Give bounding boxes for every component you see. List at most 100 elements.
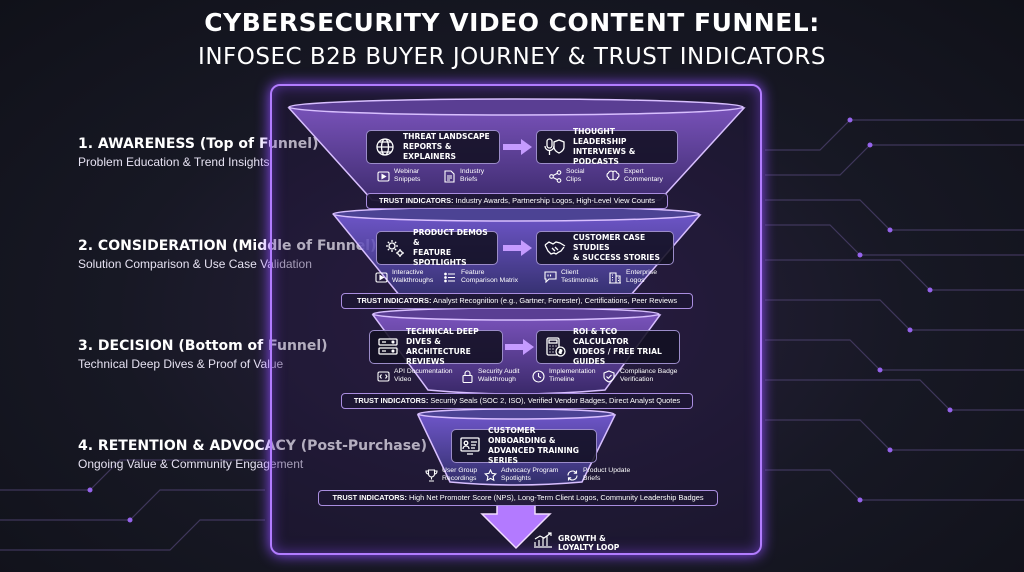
list-icon (443, 270, 457, 284)
stage-subheading: Ongoing Value & Community Engagement (78, 457, 304, 471)
growth-chart-icon (533, 532, 553, 553)
trust-indicators-awareness: TRUST INDICATORS: Industry Awards, Partn… (366, 193, 668, 209)
arrow-right-icon (503, 139, 532, 155)
subitem-label: Social Clips (566, 168, 585, 183)
stage-awareness-label: 1. AWARENESS (Top of Funnel) Problem Edu… (78, 136, 318, 169)
star-icon (483, 468, 497, 482)
subitem-label: Expert Commentary (624, 168, 663, 183)
video-icon (376, 169, 390, 183)
trophy-icon (424, 468, 438, 482)
subitem-label: Webinar Snippets (394, 168, 421, 183)
stage-retention-label: 4. RETENTION & ADVOCACY (Post-Purchase) … (78, 438, 427, 471)
card-roi-tco-calculator[interactable]: ROI & TCO CALCULATOR VIDEOS / FREE TRIAL… (536, 327, 680, 366)
brain-icon (606, 169, 620, 183)
stage-heading: 4. RETENTION & ADVOCACY (Post-Purchase) (78, 438, 427, 454)
document-icon (442, 169, 456, 183)
code-icon (376, 369, 390, 383)
trust-indicators-retention: TRUST INDICATORS: High Net Promoter Scor… (318, 490, 718, 506)
quote-icon (543, 270, 557, 284)
trust-indicators-consideration: TRUST INDICATORS: Analyst Recognition (e… (341, 293, 693, 309)
subitem-label: Client Testimonials (561, 269, 599, 284)
server-icon (376, 335, 400, 359)
subitem-expert-commentary[interactable]: Expert Commentary (606, 168, 663, 184)
trust-text: Industry Awards, Partnership Logos, High… (453, 196, 655, 205)
trust-text: High Net Promoter Score (NPS), Long-Term… (406, 493, 704, 502)
subitem-interactive-walkthroughs[interactable]: Interactive Walkthroughs (374, 269, 433, 285)
subitem-label: User Group Recordings (442, 467, 478, 482)
stage-decision-label: 3. DECISION (Bottom of Funnel) Technical… (78, 338, 328, 371)
growth-label: GROWTH & LOYALTY LOOP (558, 533, 620, 552)
badge-check-icon (602, 369, 616, 383)
subitem-label: Feature Comparison Matrix (461, 269, 519, 284)
card-thought-leadership[interactable]: THOUGHT LEADERSHIP INTERVIEWS & PODCASTS (536, 127, 678, 166)
subitem-advocacy-spotlights[interactable]: Advocacy Program Spotlights (483, 467, 558, 483)
stage-subheading: Technical Deep Dives & Proof of Value (78, 357, 284, 371)
stage-heading: 2. CONSIDERATION (Middle of Funnel) (78, 238, 377, 254)
card-label: ROI & TCO CALCULATOR VIDEOS / FREE TRIAL… (573, 327, 662, 366)
stage-consideration-label: 2. CONSIDERATION (Middle of Funnel) Solu… (78, 238, 376, 271)
subitem-compliance-badge[interactable]: Compliance Badge Verification (602, 368, 677, 384)
title-line-2: INFOSEC B2B BUYER JOURNEY & TRUST INDICA… (198, 44, 826, 70)
card-label: CUSTOMER CASE STUDIES & SUCCESS STORIES (573, 233, 660, 262)
card-product-demos[interactable]: PRODUCT DEMOS & FEATURE SPOTLIGHTS (376, 228, 498, 267)
card-label: CUSTOMER ONBOARDING & ADVANCED TRAINING … (488, 426, 579, 465)
subitem-label: Implementation Timeline (549, 368, 596, 383)
title-line-1: CYBERSECURITY VIDEO CONTENT FUNNEL: (204, 8, 820, 37)
share-icon (548, 169, 562, 183)
stage-heading: 3. DECISION (Bottom of Funnel) (78, 338, 328, 354)
subitem-label: Advocacy Program Spotlights (501, 467, 559, 482)
arrow-right-icon (505, 339, 534, 355)
subitem-label: Security Audit Walkthrough (478, 368, 520, 383)
play-icon (374, 270, 388, 284)
clock-icon (531, 369, 545, 383)
stage-subheading: Solution Comparison & Use Case Validatio… (78, 257, 312, 271)
subitem-implementation-timeline[interactable]: Implementation Timeline (531, 368, 595, 384)
gears-icon (383, 236, 407, 260)
training-icon (458, 434, 482, 458)
stage-subheading: Problem Education & Trend Insights (78, 155, 270, 169)
trust-text: Security Seals (SOC 2, ISO), Verified Ve… (428, 396, 681, 405)
card-label: THREAT LANDSCAPE REPORTS & EXPLAINERS (403, 132, 490, 161)
trust-text: Analyst Recognition (e.g., Gartner, Forr… (431, 296, 678, 305)
subitem-enterprise-logos[interactable]: Enterprise Logos (608, 269, 657, 285)
subitem-label: Industry Briefs (460, 168, 485, 183)
subitem-social-clips[interactable]: Social Clips (548, 168, 585, 184)
card-label: TECHNICAL DEEP DIVES & ARCHITECTURE REVI… (406, 327, 479, 366)
subitem-api-documentation[interactable]: API Documentation Video (376, 368, 453, 384)
subitem-security-audit[interactable]: Security Audit Walkthrough (460, 368, 520, 384)
subitem-label: API Documentation Video (394, 368, 453, 383)
stage-heading: 1. AWARENESS (Top of Funnel) (78, 136, 319, 152)
lock-icon (460, 369, 474, 383)
calculator-icon (543, 335, 567, 359)
subitem-label: Interactive Walkthroughs (392, 269, 434, 284)
subitem-user-group-recordings[interactable]: User Group Recordings (424, 467, 477, 483)
subitem-client-testimonials[interactable]: Client Testimonials (543, 269, 598, 285)
trust-prefix: TRUST INDICATORS: (353, 396, 429, 405)
trust-prefix: TRUST INDICATORS: (356, 296, 432, 305)
trust-indicators-decision: TRUST INDICATORS: Security Seals (SOC 2,… (341, 393, 693, 409)
arrow-right-icon (503, 240, 532, 256)
building-icon (608, 270, 622, 284)
refresh-icon (565, 468, 579, 482)
card-threat-landscape[interactable]: THREAT LANDSCAPE REPORTS & EXPLAINERS (366, 130, 500, 164)
trust-prefix: TRUST INDICATORS: (379, 196, 454, 205)
growth-loyalty-loop: GROWTH & LOYALTY LOOP (533, 532, 619, 553)
subitem-industry-briefs[interactable]: Industry Briefs (442, 168, 484, 184)
card-customer-case-studies[interactable]: CUSTOMER CASE STUDIES & SUCCESS STORIES (536, 231, 674, 265)
subitem-label: Product Update Briefs (583, 467, 631, 482)
trust-prefix: TRUST INDICATORS: (332, 493, 407, 502)
handshake-icon (543, 236, 567, 260)
card-label: THOUGHT LEADERSHIP INTERVIEWS & PODCASTS (573, 127, 636, 166)
subitem-webinar-snippets[interactable]: Webinar Snippets (376, 168, 420, 184)
card-technical-deep-dives[interactable]: TECHNICAL DEEP DIVES & ARCHITECTURE REVI… (369, 327, 503, 366)
card-customer-onboarding[interactable]: CUSTOMER ONBOARDING & ADVANCED TRAINING … (451, 426, 597, 465)
card-label: PRODUCT DEMOS & FEATURE SPOTLIGHTS (413, 228, 488, 267)
globe-icon (373, 135, 397, 159)
subitem-feature-comparison-matrix[interactable]: Feature Comparison Matrix (443, 269, 518, 285)
subitem-product-update-briefs[interactable]: Product Update Briefs (565, 467, 630, 483)
subitem-label: Compliance Badge Verification (620, 368, 678, 383)
microphone-shield-icon (543, 135, 567, 159)
subitem-label: Enterprise Logos (626, 269, 657, 284)
